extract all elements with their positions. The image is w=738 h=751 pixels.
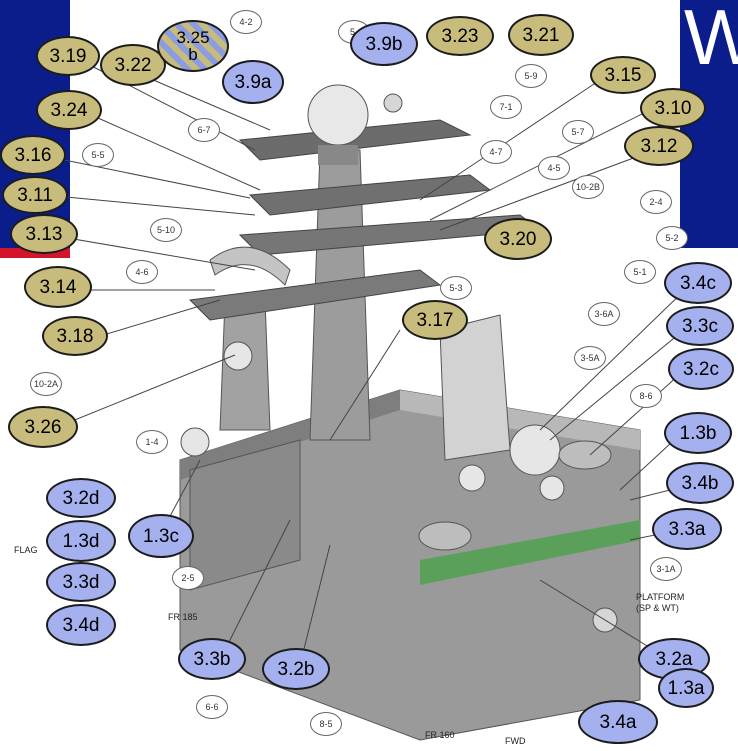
radome-mid — [458, 464, 486, 492]
callout-3-4c: 3.4c — [664, 262, 732, 304]
callout-3-4d: 3.4d — [46, 604, 116, 646]
radome-pylon — [223, 341, 253, 371]
callout-1-3d: 1.3d — [46, 520, 116, 562]
leader-lines — [39, 59, 691, 666]
callout-3-25b-line1: 3.25 — [176, 28, 210, 47]
callout-3-13: 3.13 — [10, 214, 78, 254]
callout-3-14: 3.14 — [24, 266, 92, 308]
small-dome-upper — [383, 93, 403, 113]
radome-small — [539, 475, 565, 501]
callout-3-3c: 3.3c — [666, 306, 734, 346]
callout-3-18: 3.18 — [42, 316, 108, 356]
callout-3-24: 3.24 — [36, 90, 102, 130]
callout-3-10: 3.10 — [640, 88, 706, 128]
note-platform-sub: (SP & WT) — [636, 603, 679, 613]
ref-5-10: 5-10 — [150, 218, 182, 242]
aft-block — [189, 439, 301, 591]
note-platform: PLATFORM — [636, 592, 685, 602]
callout-3-25b-line2: b — [188, 45, 198, 64]
callout-3-16: 3.16 — [0, 135, 66, 175]
ref-7-1: 7-1 — [490, 95, 522, 119]
ref-5-1: 5-1 — [624, 260, 656, 284]
radar-array-panel — [439, 314, 511, 461]
ref-4-7: 4-7 — [480, 140, 512, 164]
ref-6-6: 6-6 — [196, 695, 228, 719]
callout-3-22: 3.22 — [100, 44, 166, 86]
ref-4-2: 4-2 — [230, 10, 262, 34]
ref-5-2: 5-2 — [656, 226, 688, 250]
note-flag: FLAG — [14, 545, 38, 555]
callout-3-26: 3.26 — [8, 406, 78, 448]
curved-radar — [209, 246, 291, 286]
dish-antenna-right — [558, 440, 612, 470]
ref-2-4: 2-4 — [640, 190, 672, 214]
callout-3-21: 3.21 — [508, 14, 574, 56]
note-fwd: FWD — [505, 736, 526, 746]
callout-3-3d: 3.3d — [46, 562, 116, 602]
callout-3-11: 3.11 — [2, 176, 68, 214]
ref-4-5: 4-5 — [538, 156, 570, 180]
callout-1-3c: 1.3c — [128, 514, 194, 558]
callout-3-12: 3.12 — [624, 126, 694, 166]
ref-5-3: 5-3 — [440, 276, 472, 300]
callout-3-2b: 3.2b — [262, 648, 330, 690]
callout-3-2d: 3.2d — [46, 478, 116, 518]
callout-3-20: 3.20 — [484, 218, 552, 260]
callout-3-25b: 3.25 b — [157, 20, 229, 72]
note-fr160: FR 160 — [425, 730, 455, 740]
ref-10-2b: 10-2B — [572, 175, 604, 199]
radome-right — [509, 424, 561, 476]
green-band — [420, 520, 640, 585]
ref-3-1a: 3-1A — [650, 557, 682, 581]
ref-8-5: 8-5 — [310, 712, 342, 736]
callout-3-23: 3.23 — [426, 16, 494, 56]
slide-title-fragment: W — [684, 0, 738, 81]
callout-3-9a: 3.9a — [222, 60, 284, 104]
ref-8-6: 8-6 — [630, 384, 662, 408]
callout-3-3b: 3.3b — [178, 638, 246, 680]
callout-3-3a: 3.3a — [652, 508, 722, 550]
callout-3-9b: 3.9b — [350, 22, 418, 66]
top-radome — [307, 84, 369, 146]
ref-2-5: 2-5 — [172, 566, 204, 590]
ref-5-9: 5-9 — [515, 64, 547, 88]
ref-5-7: 5-7 — [562, 120, 594, 144]
callout-3-4a: 3.4a — [578, 700, 658, 744]
ref-5-5: 5-5 — [82, 143, 114, 167]
dish-antenna — [418, 521, 472, 551]
ref-6-7: 6-7 — [188, 118, 220, 142]
callout-1-3b: 1.3b — [664, 412, 732, 454]
note-fr185: FR 185 — [168, 612, 198, 622]
ref-3-5a: 3-5A — [574, 346, 606, 370]
radome-base — [318, 145, 358, 165]
radome-left — [180, 427, 210, 457]
callout-3-2c: 3.2c — [668, 348, 734, 390]
callout-3-19: 3.19 — [36, 36, 100, 76]
callout-3-15: 3.15 — [590, 56, 656, 94]
callout-3-17: 3.17 — [402, 300, 468, 340]
ref-4-6: 4-6 — [126, 260, 158, 284]
ref-10-2a: 10-2A — [30, 372, 62, 396]
callout-3-4b: 3.4b — [666, 462, 734, 504]
ref-1-4: 1-4 — [136, 430, 168, 454]
callout-1-3a: 1.3a — [658, 668, 714, 708]
ref-3-6a: 3-6A — [588, 302, 620, 326]
